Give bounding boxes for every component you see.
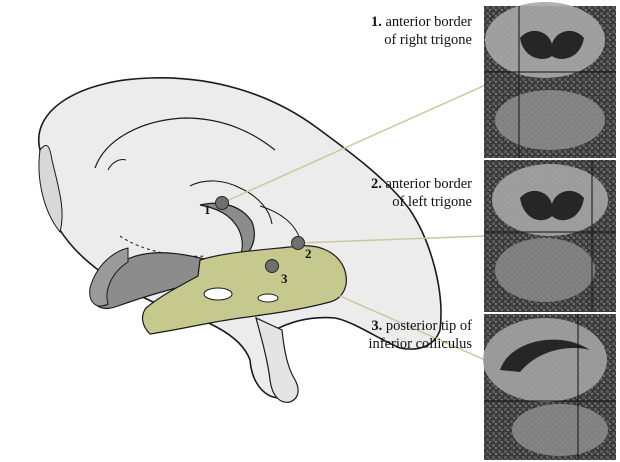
landmark-marker-3: [266, 260, 279, 273]
landmark-caption-2: 2. anterior border of left trigone: [300, 175, 472, 211]
landmark-marker-label-1: 1: [204, 202, 211, 218]
landmark-text-line2: of right trigone: [300, 31, 472, 49]
mri-panel-1: [484, 2, 616, 158]
landmark-number: 1.: [371, 14, 382, 30]
landmark-text-line2: inferior colliculus: [300, 335, 472, 353]
landmark-marker-2: [292, 237, 305, 250]
landmark-text-line2: of left trigone: [300, 193, 472, 211]
landmark-marker-1: [216, 197, 229, 210]
mri-panel-2: [484, 160, 616, 312]
landmark-marker-label-2: 2: [305, 246, 312, 262]
landmark-text-line1: posterior tip of: [386, 318, 472, 334]
mri-panel-3: [483, 314, 616, 460]
landmark-caption-1: 1. anterior border of right trigone: [300, 13, 472, 49]
landmark-caption-3: 3. posterior tip of inferior colliculus: [300, 317, 472, 353]
landmark-marker-label-3: 3: [281, 271, 288, 287]
landmark-number: 3.: [371, 318, 382, 334]
landmark-text-line1: anterior border: [385, 176, 472, 192]
brainstem-opening: [258, 294, 278, 302]
landmark-text-line1: anterior border: [385, 14, 472, 30]
landmark-number: 2.: [371, 176, 382, 192]
brainstem-opening: [204, 288, 232, 300]
